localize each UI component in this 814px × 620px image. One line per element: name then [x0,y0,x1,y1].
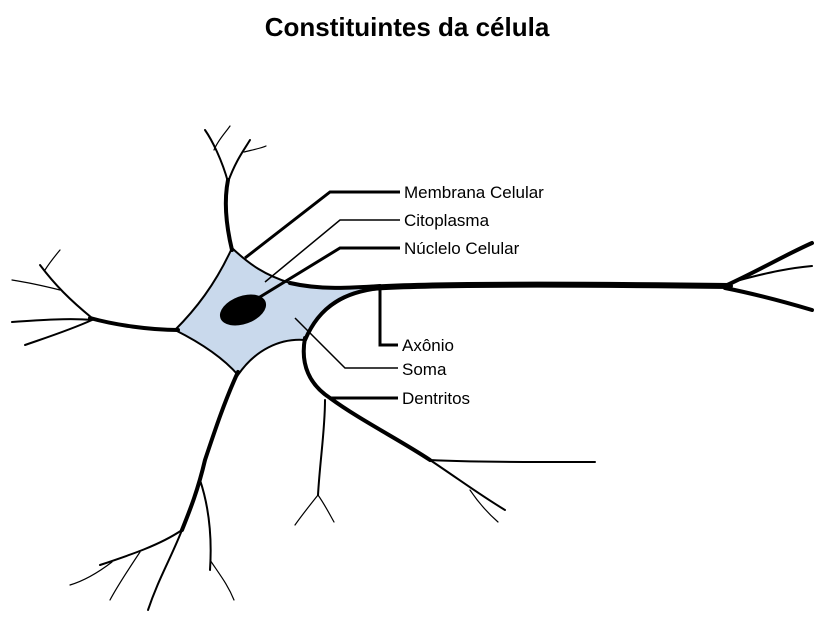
dendrite-left-branch-c [25,320,92,345]
axon-terminal-top [725,243,812,286]
leader-axonio [380,290,398,345]
dendrite-lower-right-branch-b [430,460,505,510]
dendrite-lower-left-branch-f [70,562,112,585]
dendrite-upper-branch-c [214,126,230,150]
dendrite-upper-branch-b [228,140,250,182]
soma-body [175,248,385,375]
label-soma: Soma [402,360,447,379]
dendrite-lower-right-branch-d [295,495,318,525]
dendrite-lower-right-branch-f [470,490,498,522]
dendrite-left-branch-e [45,250,60,270]
dendrite-left-branch-b [12,319,92,322]
label-membrana-celular: Membrana Celular [404,183,544,202]
dendrite-lower-right-branch-a [430,460,595,462]
axon-hillock-upper [290,283,380,288]
dendrite-lower-right-branch-c [318,400,325,495]
label-dentritos: Dentritos [402,389,470,408]
dendrite-left-branch-a [40,265,92,318]
dendrite-upper [226,180,232,250]
axon [370,285,730,288]
label-nucleo-celular: Núclelo Celular [404,239,520,258]
dendrite-upper-branch-a [205,130,228,182]
dendrite-lower-left-branch-c [148,530,182,610]
label-axonio: Axônio [402,336,454,355]
label-citoplasma: Citoplasma [404,211,490,230]
dendrite-lower-right-branch-e [318,495,334,522]
axon-terminal-bottom [725,288,812,310]
dendrite-lower-left-branch-e [210,560,234,600]
dendrite-lower-left-branch-a [200,480,211,570]
dendrite-lower-left [182,372,238,530]
dendrite-left [90,318,178,330]
dendrite-upper-branch-d [244,146,266,152]
